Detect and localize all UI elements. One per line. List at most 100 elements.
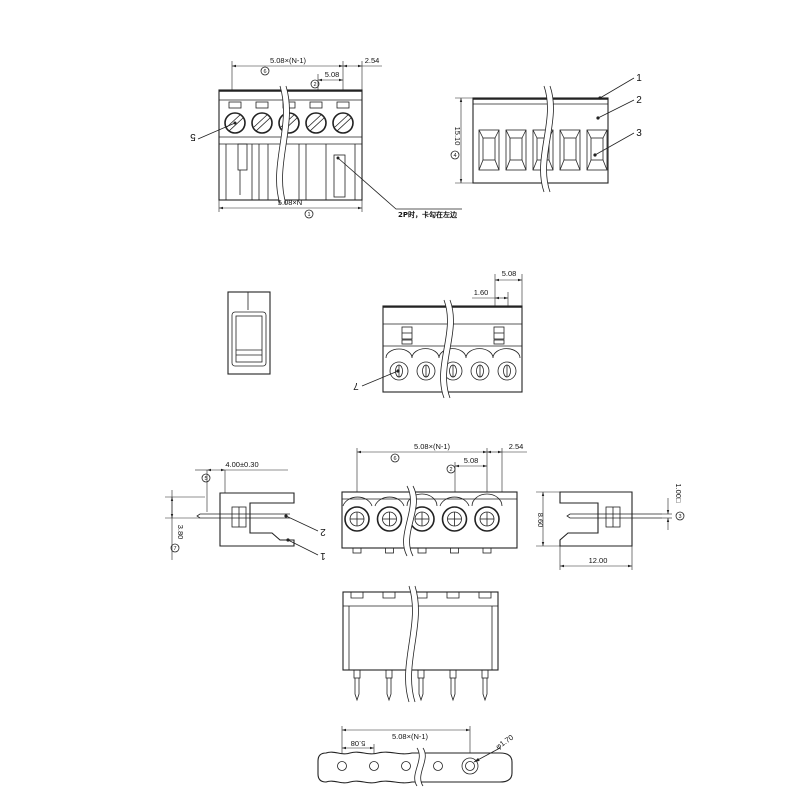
housing-profile [559, 491, 633, 547]
part-label-screw: 5 [190, 131, 196, 142]
part-label-contact: 7 [353, 380, 359, 391]
pin-view [342, 585, 499, 703]
contact-hole [389, 361, 409, 381]
break-line [414, 747, 420, 787]
housing-profile [219, 492, 295, 547]
wire-slot [228, 101, 242, 109]
latch [333, 154, 346, 198]
pin [417, 669, 425, 702]
ref-number: 6 [393, 456, 396, 462]
ref-circle-height: 4 [450, 150, 460, 160]
ref-number: 4 [453, 153, 456, 159]
contact-hole [497, 361, 517, 381]
wire-entry [478, 129, 500, 171]
ref-number: 2 [313, 82, 316, 88]
ref-circle-pin-size: 3 [675, 511, 685, 521]
ref-circle-span: 6 [390, 453, 400, 463]
top-notches [350, 592, 492, 599]
pin-tab [352, 547, 362, 554]
left-side-view: 4.00±0.30 5 3.80 7 2 1 [165, 460, 326, 561]
callout-1: 1 [636, 73, 642, 84]
pin [353, 669, 361, 702]
top-front-view: 5.08×(N-1) 2.54 6 5.08 2 [190, 56, 462, 219]
pitch-dimension: 5.08 [464, 456, 479, 465]
pin-length-dimension: 4.00±0.30 [225, 460, 258, 469]
pcb-hole [369, 761, 379, 771]
right-side-view: 8.60 12.00 1.00□ 3 [536, 483, 685, 570]
ref-number: 3 [678, 514, 681, 520]
break-line [403, 485, 411, 557]
pcb-hole [465, 761, 475, 771]
screw [305, 112, 327, 134]
pitch-dimension: 5.08 [502, 269, 517, 278]
wire-entry [586, 129, 608, 171]
wire-slot [255, 101, 269, 109]
ref-circle-total: 1 [304, 209, 314, 219]
back-view: 5.08 1.60 7 [353, 269, 523, 400]
ref-number: 1 [307, 212, 310, 218]
pcb-hole [433, 761, 443, 771]
span-dimension: 5.08×(N-1) [392, 732, 429, 741]
screw-hole [474, 506, 500, 532]
contact-hole [470, 361, 490, 381]
pin [385, 669, 393, 702]
latch-note: 2P时，卡勾在左边 [398, 210, 458, 219]
ref-circle-pitch: 2 [310, 79, 320, 89]
screw [251, 112, 273, 134]
pin-height-dimension: 3.80 [176, 525, 185, 540]
span-dimension: 5.08×(N-1) [414, 442, 451, 451]
total-length-dimension: 5.08×N [278, 198, 302, 207]
break-line [540, 85, 548, 193]
callout-2: 2 [636, 95, 642, 106]
end-offset-dimension: 2.54 [365, 56, 380, 65]
screw-hole [376, 506, 403, 532]
screw [332, 112, 354, 134]
height-dimension: 15.10 [453, 127, 462, 146]
end-offset-dimension: 2.54 [509, 442, 524, 451]
callout-2: 2 [320, 526, 326, 537]
top-side-view: 15.10 4 1 2 3 [450, 73, 642, 193]
pin-tab [417, 547, 427, 554]
callout-1: 1 [320, 550, 326, 561]
scallop-edge [342, 493, 503, 507]
pin [481, 669, 489, 702]
housing-body [342, 591, 499, 671]
pin-tab [482, 547, 492, 554]
ref-number: 5 [204, 476, 207, 482]
break-line [276, 85, 284, 205]
pin [449, 669, 457, 702]
ref-number: 6 [263, 69, 266, 75]
pitch-dimension: 5.08 [325, 70, 340, 79]
width-dimension: 12.00 [589, 556, 608, 565]
latch [237, 143, 248, 171]
pitch-dimension: 5.08 [351, 739, 366, 748]
pin-size-dimension: 1.00□ [674, 483, 683, 503]
wire-entry [505, 129, 527, 171]
screw-hole [344, 506, 370, 532]
ref-circle-span: 6 [260, 66, 270, 76]
pcb-hole [401, 761, 411, 771]
plug-face [231, 311, 267, 367]
small-side-view [227, 291, 271, 375]
housing-body [218, 89, 363, 201]
hole-diameter-dimension: φ1.70 [494, 733, 515, 752]
callout-3: 3 [636, 128, 642, 139]
wire-slot [309, 101, 323, 109]
ref-circle-pin-height: 7 [170, 543, 180, 553]
pin-tab [450, 547, 459, 554]
wire-entry [559, 129, 581, 171]
pcb-footprint: 5.08×(N-1) 5.08 φ1.70 [317, 726, 515, 788]
span-dimension: 5.08×(N-1) [270, 56, 307, 65]
break-line [405, 585, 413, 703]
screw [224, 112, 246, 134]
contact-hole [416, 361, 436, 381]
front-view: 5.08×(N-1) 2.54 6 5.08 2 [341, 442, 527, 558]
wire-slot [336, 101, 350, 109]
height-dimension: 8.60 [536, 513, 545, 528]
ref-number: 2 [449, 467, 452, 473]
pin [566, 513, 662, 519]
ref-circle-pin-length: 5 [201, 473, 211, 483]
board-outline [317, 751, 513, 784]
ref-number: 7 [173, 546, 176, 552]
